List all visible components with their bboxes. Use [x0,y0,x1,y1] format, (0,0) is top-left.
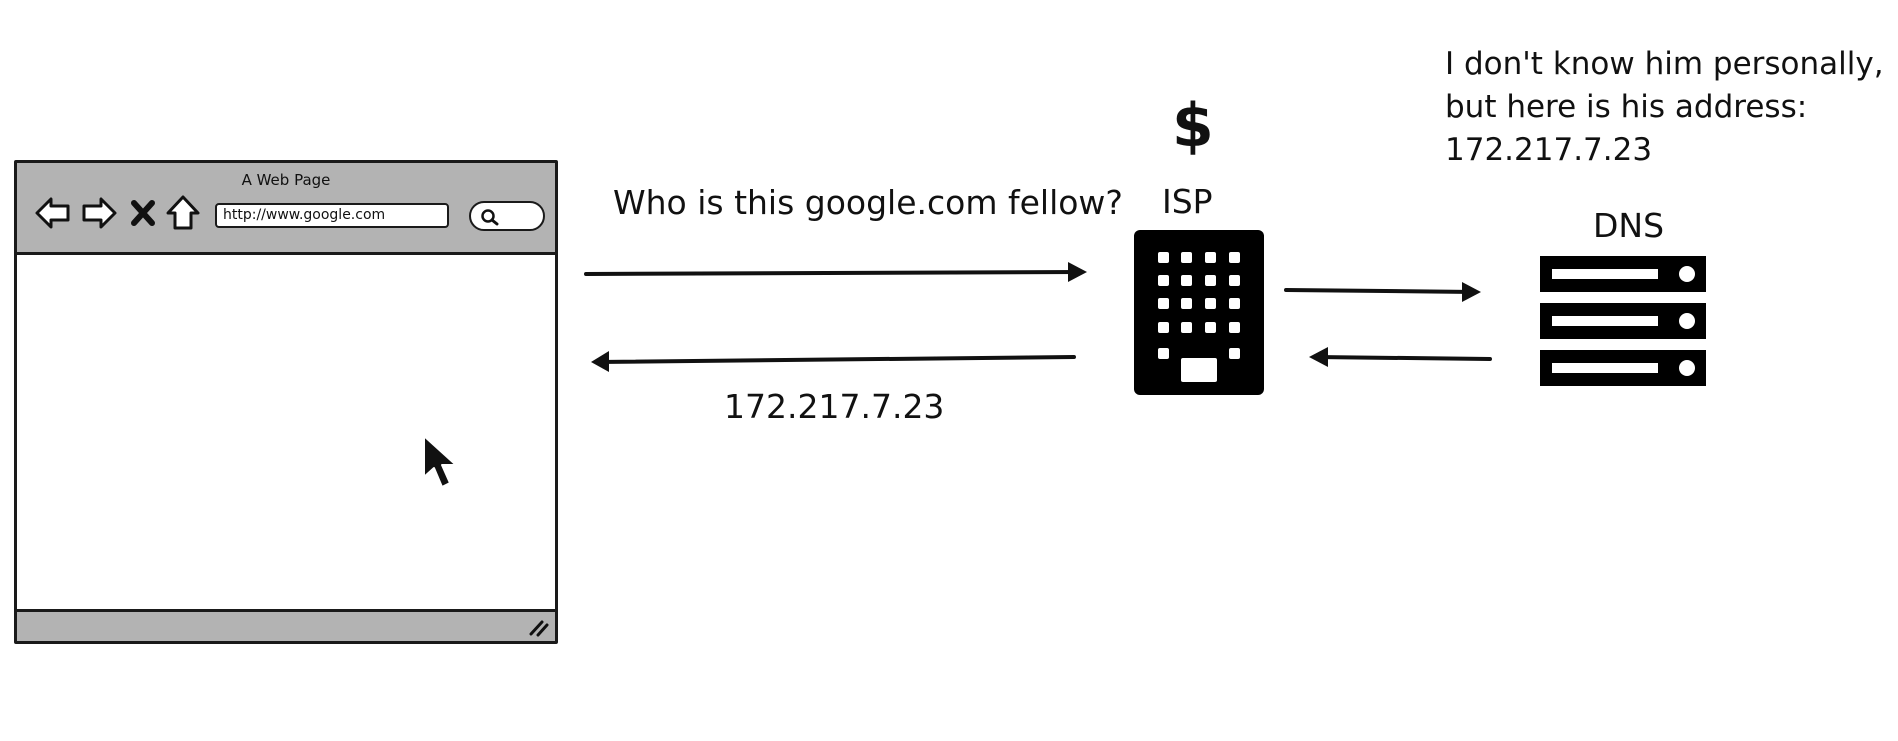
browser-status-bar [17,609,555,641]
dns-reply-line-3: 172.217.7.23 [1445,132,1653,168]
url-field[interactable]: http://www.google.com [215,203,449,228]
dollar-icon: $ [1172,91,1214,161]
response-arrow-to-isp [1309,347,1492,367]
request-arrow-to-dns [1284,282,1481,302]
office-building-icon [1134,230,1264,395]
dns-reply-line-2: but here is his address: [1445,89,1808,125]
browser-content-area[interactable] [17,255,555,615]
response-arrow-to-browser [591,351,1076,372]
question-text: Who is this google.com fellow? [613,183,1123,222]
browser-title: A Web Page [241,171,331,189]
dns-label: DNS [1593,206,1665,245]
resize-grip-icon[interactable] [527,617,549,637]
home-icon[interactable] [163,193,203,233]
isp-label: ISP [1162,182,1213,221]
stop-icon[interactable] [129,193,159,233]
search-icon [481,209,499,226]
forward-arrow-icon[interactable] [79,193,119,233]
request-arrow-to-isp [584,262,1087,282]
mouse-cursor-icon [423,435,457,488]
answer-ip-text: 172.217.7.23 [724,387,945,426]
browser-toolbar: A Web Page http://www.google.com [17,163,555,255]
search-field[interactable] [469,201,545,231]
server-rack-icon [1540,256,1706,386]
browser-window: A Web Page http://www.google.com [14,160,558,644]
dns-reply-line-1: I don't know him personally, [1445,46,1884,82]
back-arrow-icon[interactable] [33,193,73,233]
